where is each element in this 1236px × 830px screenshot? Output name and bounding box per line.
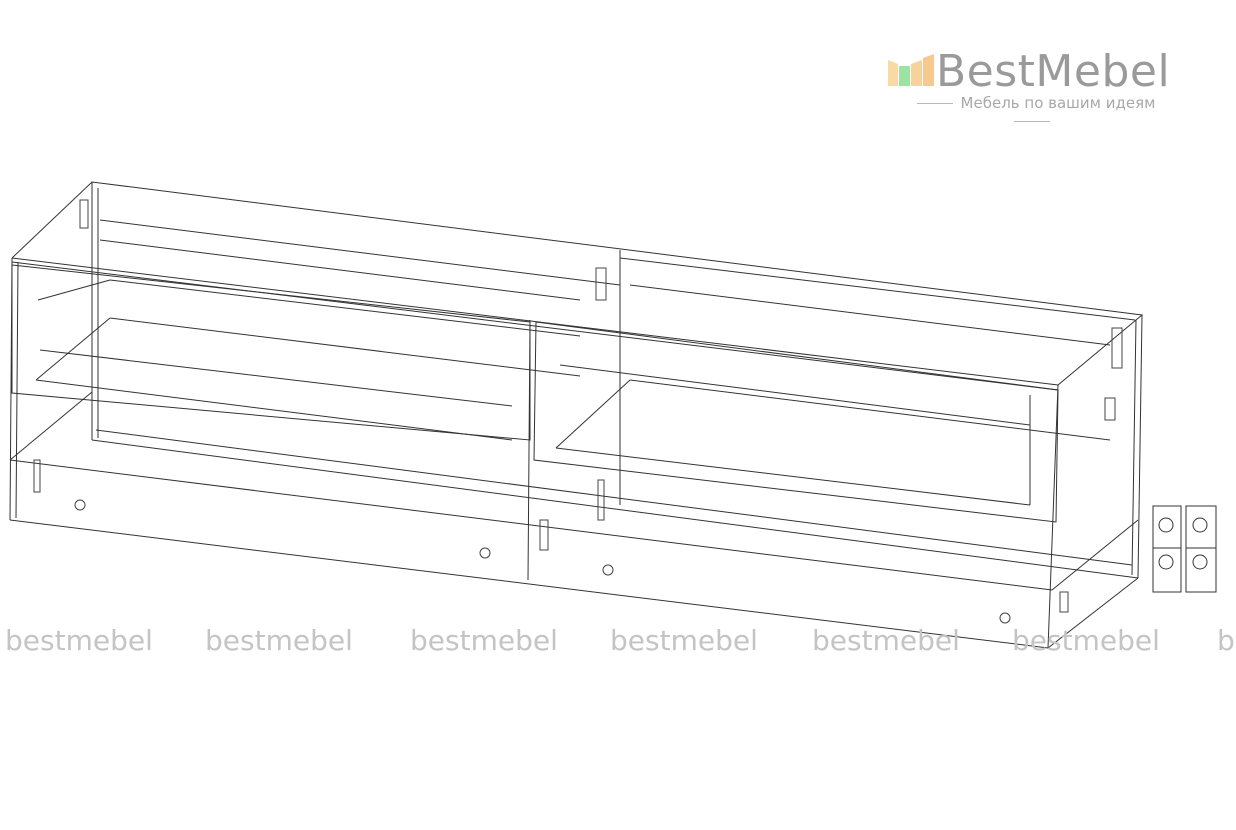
watermark: bestmebel bbox=[205, 624, 353, 657]
watermark: bestmebel bbox=[5, 624, 153, 657]
watermark: bestmebel bbox=[410, 624, 558, 657]
watermark: bestmebel bbox=[610, 624, 758, 657]
drawer-left bbox=[11, 264, 581, 441]
watermark: b bbox=[1217, 624, 1235, 657]
logo-name: BestMebel bbox=[936, 46, 1171, 97]
watermark: bestmebel bbox=[812, 624, 960, 657]
cabinet-body bbox=[9, 181, 1144, 649]
hardware-fittings bbox=[33, 199, 1123, 624]
logo-bars-icon bbox=[888, 54, 934, 86]
drawer-right bbox=[533, 284, 1111, 523]
logo-tagline: Мебель по вашим идеям bbox=[886, 94, 1178, 130]
mounting-plates bbox=[1152, 505, 1217, 593]
brand-logo: BestMebel Мебель по вашим идеям bbox=[886, 46, 1181, 118]
watermark: bestmebel bbox=[1012, 624, 1160, 657]
